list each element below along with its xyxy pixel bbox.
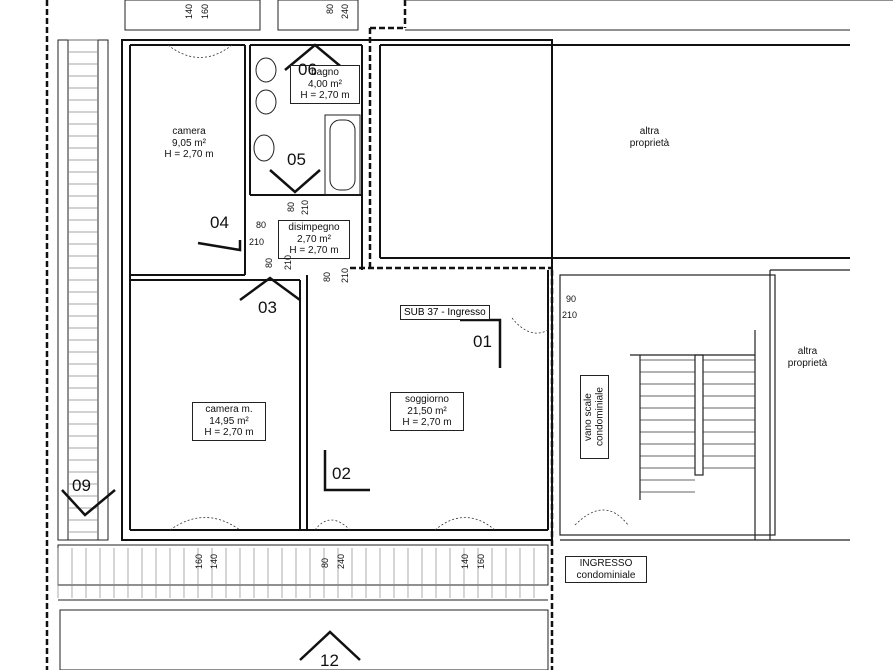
view-02: 02 bbox=[332, 464, 351, 483]
dim-05-a: 80 bbox=[286, 202, 296, 213]
vano-scale-label: vano scale condominiale bbox=[580, 375, 609, 459]
room-name: bagno bbox=[311, 67, 339, 78]
dim-04-b: 210 bbox=[249, 237, 265, 247]
view-03: 03 bbox=[258, 298, 277, 317]
room-soggiorno: soggiorno 21,50 m² H = 2,70 m bbox=[390, 392, 464, 431]
room-disimpegno: disimpegno 2,70 m² H = 2,70 m bbox=[278, 220, 350, 259]
stair-area bbox=[559, 269, 850, 541]
dim-05-b: 210 bbox=[300, 200, 310, 216]
dim-04-a: 80 bbox=[256, 220, 267, 230]
room-area: 9,05 m² bbox=[172, 137, 206, 149]
view-12: 12 bbox=[320, 651, 339, 670]
dim-bot-1a: 160 bbox=[194, 554, 204, 570]
dim-entry-a: 90 bbox=[566, 294, 577, 304]
room-area: 14,95 m² bbox=[209, 415, 249, 427]
room-height: H = 2,70 m bbox=[289, 245, 339, 256]
view-markers bbox=[61, 43, 502, 661]
left-balcony bbox=[57, 39, 109, 541]
room-area: 4,00 m² bbox=[308, 78, 342, 90]
room-height: H = 2,70 m bbox=[204, 427, 254, 438]
dim-top-2b: 240 bbox=[340, 4, 350, 20]
dim-sog-b: 210 bbox=[340, 268, 350, 284]
dim-bot-2a: 80 bbox=[320, 558, 330, 569]
altra-proprieta-top: altra proprietà bbox=[620, 125, 679, 150]
room-area: 21,50 m² bbox=[407, 405, 447, 417]
dim-entry-b: 210 bbox=[562, 310, 578, 320]
view-01: 01 bbox=[473, 332, 492, 351]
dim-bot-1b: 140 bbox=[209, 554, 219, 570]
dim-bot-3b: 160 bbox=[476, 554, 486, 570]
room-height: H = 2,70 m bbox=[402, 417, 452, 428]
dim-03-b: 210 bbox=[283, 255, 293, 271]
view-06: 06 bbox=[298, 60, 317, 79]
room-bagno: bagno 4,00 m² H = 2,70 m bbox=[290, 65, 360, 104]
room-camera: camera 9,05 m² H = 2,70 m bbox=[152, 125, 226, 162]
ingresso-condominiale-label: INGRESSO condominiale bbox=[565, 556, 647, 583]
room-name: soggiorno bbox=[405, 394, 449, 405]
view-09: 09 bbox=[72, 476, 91, 495]
sub-37-label: SUB 37 - Ingresso bbox=[400, 305, 490, 320]
dim-sog-a: 80 bbox=[322, 272, 332, 283]
dim-top-1b: 160 bbox=[200, 4, 210, 20]
dim-top-2a: 80 bbox=[325, 4, 335, 15]
room-area: 2,70 m² bbox=[297, 233, 331, 245]
top-terraces bbox=[124, 0, 893, 31]
bottom-terrace bbox=[57, 544, 549, 670]
bathroom-fixtures bbox=[253, 57, 361, 196]
dim-bot-2b: 240 bbox=[336, 554, 346, 570]
room-name: disimpegno bbox=[288, 222, 340, 233]
room-height: H = 2,70 m bbox=[300, 90, 350, 101]
room-height: H = 2,70 m bbox=[164, 149, 214, 160]
room-name: camera bbox=[172, 126, 206, 137]
view-05: 05 bbox=[287, 150, 306, 169]
room-name: camera m. bbox=[205, 404, 253, 415]
door-swings bbox=[167, 44, 629, 531]
dim-bot-3a: 140 bbox=[460, 554, 470, 570]
dim-03-a: 80 bbox=[264, 258, 274, 269]
dim-top-1a: 140 bbox=[184, 4, 194, 20]
room-camera-m: camera m. 14,95 m² H = 2,70 m bbox=[192, 402, 266, 441]
altra-proprieta-right: altra proprietà bbox=[778, 345, 837, 370]
walls bbox=[121, 39, 850, 541]
view-04: 04 bbox=[210, 213, 229, 232]
